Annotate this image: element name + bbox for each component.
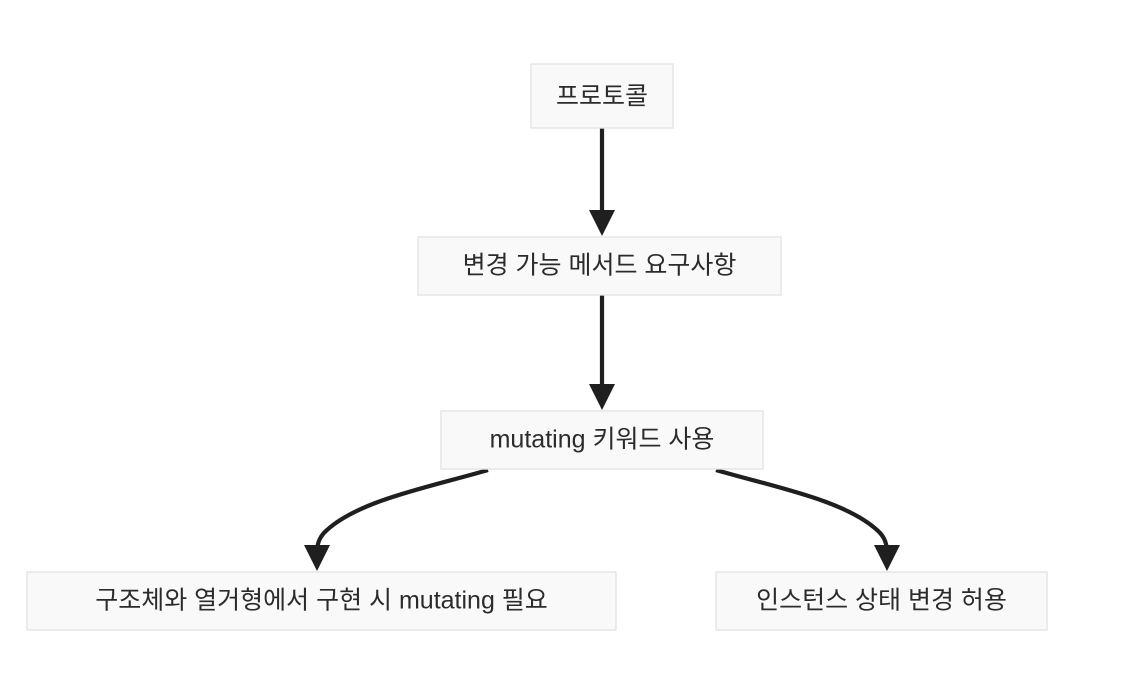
edge-curve (314, 467, 489, 550)
arrowhead-icon (304, 545, 330, 571)
arrowhead-icon (589, 384, 615, 410)
edge-requirement-to-mutating (589, 295, 615, 410)
node-label-allow-instance-state-change: 인스턴스 상태 변경 허용 (756, 587, 1007, 615)
node-label-struct-enum-requires-mutating: 구조체와 열거형에서 구현 시 mutating 필요 (95, 587, 548, 615)
edge-protocol-to-requirement (589, 128, 615, 236)
node-allow-instance-state-change[interactable]: 인스턴스 상태 변경 허용 (715, 571, 1048, 631)
arrowhead-icon (874, 545, 900, 571)
node-mutating-keyword[interactable]: mutating 키워드 사용 (440, 410, 764, 470)
node-box[interactable] (715, 571, 1048, 631)
arrowhead-icon (589, 210, 615, 236)
edge-curve (715, 467, 890, 550)
node-protocol[interactable]: 프로토콜 (530, 63, 674, 129)
node-label-protocol: 프로토콜 (556, 83, 648, 111)
node-label-mutable-method-requirement: 변경 가능 메서드 요구사항 (463, 252, 737, 280)
node-layer: 프로토콜 변경 가능 메서드 요구사항 mutating 키워드 사용 구조체와… (26, 63, 1048, 631)
edge-layer (304, 128, 900, 571)
edge-mutating-to-instance-state (715, 467, 900, 571)
edge-mutating-to-struct-enum (304, 467, 489, 571)
node-box[interactable] (417, 236, 782, 296)
node-struct-enum-requires-mutating[interactable]: 구조체와 열거형에서 구현 시 mutating 필요 (26, 571, 617, 631)
node-box[interactable] (26, 571, 617, 631)
node-mutable-method-requirement[interactable]: 변경 가능 메서드 요구사항 (417, 236, 782, 296)
node-label-mutating-keyword: mutating 키워드 사용 (490, 426, 715, 454)
node-box[interactable] (530, 63, 674, 129)
node-box[interactable] (440, 410, 764, 470)
